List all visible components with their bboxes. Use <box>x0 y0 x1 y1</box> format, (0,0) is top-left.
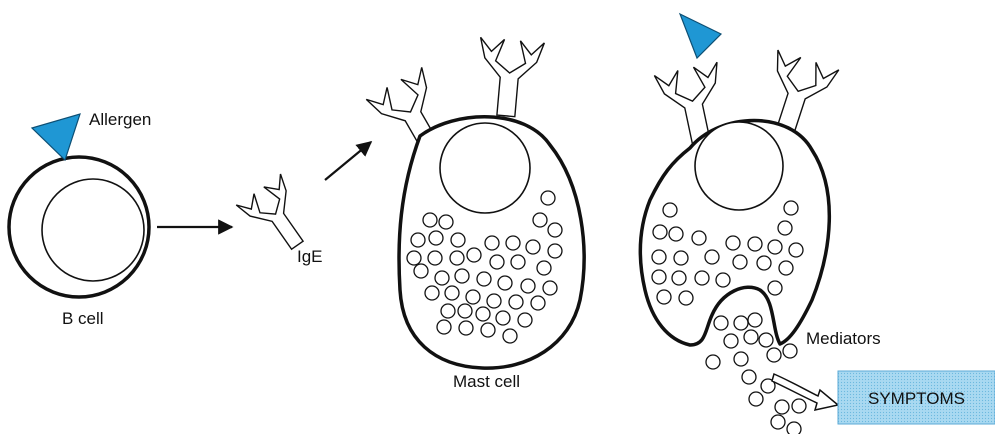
mast-cell-antibody-right <box>474 37 544 118</box>
symptoms-label: SYMPTOMS <box>868 389 965 408</box>
b-cell-label: B cell <box>62 309 104 328</box>
ige-label: IgE <box>297 247 323 266</box>
mast-cell-label: Mast cell <box>453 372 520 391</box>
arrow-ige-to-mast-cell <box>325 142 371 180</box>
mast-cell-nucleus <box>440 123 530 213</box>
degranulating-cell-nucleus <box>695 122 783 210</box>
bound-allergen-triangle <box>680 14 721 58</box>
allergen-triangle <box>32 114 80 160</box>
b-cell <box>9 157 149 297</box>
mediators-label: Mediators <box>806 329 881 348</box>
allergen-label: Allergen <box>89 110 151 129</box>
b-cell-nucleus <box>42 179 144 281</box>
